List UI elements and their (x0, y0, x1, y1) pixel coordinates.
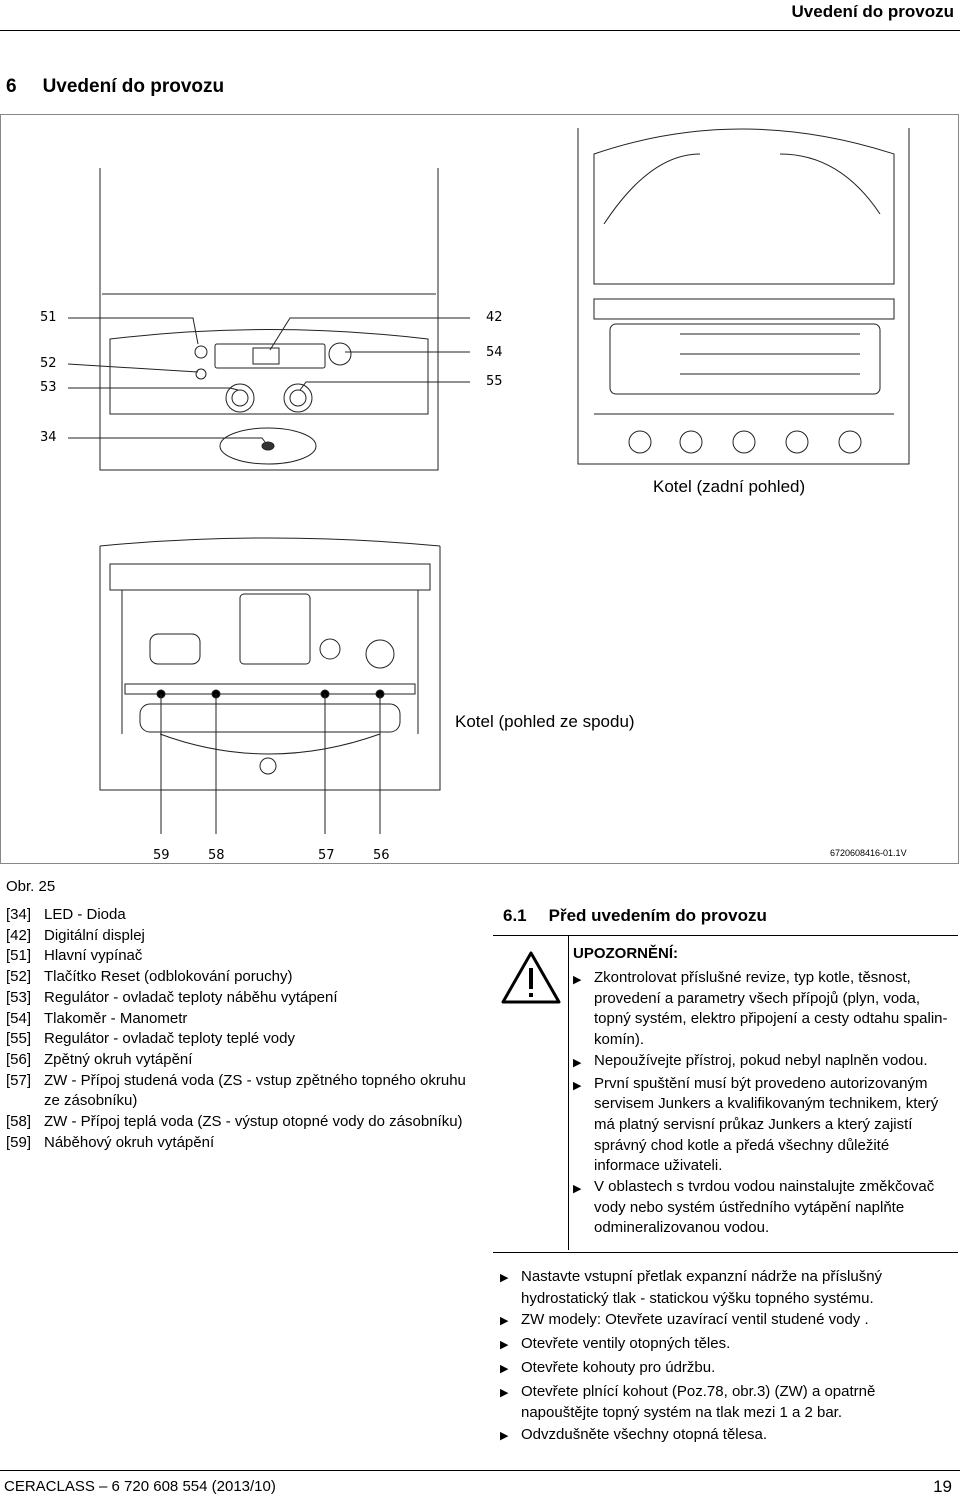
callout-58: 58 (208, 848, 225, 863)
callout-34: 34 (40, 430, 57, 445)
section-title: Uvedení do provozu (42, 76, 225, 97)
bullet-triangle-icon: ▶ (500, 1386, 509, 1399)
header-rule (0, 30, 960, 31)
warning-item: ▶Zkontrolovat příslušné revize, typ kotl… (573, 968, 953, 1051)
step-item: ▶ZW modely: Otevřete uzavírací ventil st… (500, 1309, 955, 1333)
bullet-triangle-icon: ▶ (500, 1272, 509, 1284)
bullet-triangle-icon: ▶ (573, 1056, 582, 1069)
warning-divider (568, 936, 569, 1250)
boiler-illustration (67, 128, 910, 834)
legend-item: [55]Regulátor - ovladač teploty teplé vo… (6, 1030, 295, 1048)
legend-item: [56]Zpětný okruh vytápění (6, 1050, 193, 1068)
footer-document-id: CERACLASS – 6 720 608 554 (2013/10) (4, 1478, 276, 1495)
legend-item: [34]LED - Dioda (6, 906, 126, 923)
section-heading: 6 Uvedení do provozu (6, 76, 224, 98)
bullet-triangle-icon: ▶ (573, 974, 582, 986)
callout-57: 57 (318, 848, 335, 863)
running-title: Uvedení do provozu (791, 2, 954, 21)
legend-item: [57]ZW - Přípoj studená voda (ZS - vstup… (6, 1071, 466, 1110)
legend-item: [42]Digitální displej (6, 926, 145, 944)
callout-54: 54 (486, 345, 503, 360)
bullet-triangle-icon: ▶ (500, 1362, 509, 1375)
bullet-triangle-icon: ▶ (500, 1339, 509, 1352)
step-item: ▶Odvzdušněte všechny otopná tělesa. (500, 1424, 955, 1448)
callout-51: 51 (40, 310, 57, 325)
figure-reference: 6720608416-01.1V (830, 848, 907, 858)
callout-42: 42 (486, 310, 503, 325)
bullet-triangle-icon: ▶ (500, 1315, 509, 1328)
legend-item: [53]Regulátor - ovladač teploty náběhu v… (6, 988, 338, 1006)
legend-item: [52]Tlačítko Reset (odblokování poruchy) (6, 968, 293, 986)
legend-item: [59]Náběhový okruh vytápění (6, 1133, 215, 1151)
bullet-triangle-icon: ▶ (573, 1183, 582, 1196)
legend-item: [51]Hlavní vypínač (6, 947, 143, 965)
warning-item: ▶První spuštění musí být provedeno autor… (573, 1074, 953, 1178)
steps-list: ▶Nastavte vstupní přetlak expanzní nádrž… (500, 1266, 955, 1448)
subsection-title: Před uvedením do provozu (548, 906, 767, 925)
warning-heading: UPOZORNĚNÍ: (573, 945, 678, 962)
warning-list: ▶Zkontrolovat příslušné revize, typ kotl… (573, 968, 953, 1239)
warning-triangle-icon (501, 951, 561, 1004)
warning-item: ▶V oblastech s tvrdou vodou nainstalujte… (573, 1177, 953, 1239)
figure-caption: Obr. 25 (6, 878, 56, 895)
view-label-bottom: Kotel (pohled ze spodu) (455, 712, 635, 731)
callout-56: 56 (373, 848, 390, 863)
legend-item: [58]ZW - Přípoj teplá voda (ZS - výstup … (6, 1113, 463, 1131)
footer-rule (0, 1470, 960, 1471)
step-item: ▶Otevřete ventily otopných těles. (500, 1333, 955, 1357)
step-item: ▶Otevřete kohouty pro údržbu. (500, 1357, 955, 1381)
callout-55: 55 (486, 374, 503, 389)
step-item: ▶Nastavte vstupní přetlak expanzní nádrž… (500, 1266, 955, 1309)
view-label-back: Kotel (zadní pohled) (653, 477, 806, 496)
figure-legend: [34]LED - Dioda [42]Digitální displej [5… (6, 905, 466, 1153)
page-number: 19 (933, 1477, 952, 1496)
subsection-number: 6.1 (503, 906, 527, 925)
step-item: ▶Otevřete plnící kohout (Poz.78, obr.3) … (500, 1381, 955, 1424)
warning-item: ▶Nepoužívejte přístroj, pokud nebyl napl… (573, 1051, 953, 1074)
callout-53: 53 (40, 380, 57, 395)
callout-52: 52 (40, 356, 57, 371)
bullet-triangle-icon: ▶ (573, 1079, 582, 1092)
warning-box (493, 935, 958, 1253)
legend-item: [54]Tlakoměr - Manometr (6, 1009, 188, 1027)
bullet-triangle-icon: ▶ (500, 1429, 509, 1442)
subsection-heading: 6.1 Před uvedením do provozu (503, 906, 767, 926)
figure-frame (0, 114, 959, 864)
section-number: 6 (6, 76, 17, 97)
callout-59: 59 (153, 848, 170, 863)
